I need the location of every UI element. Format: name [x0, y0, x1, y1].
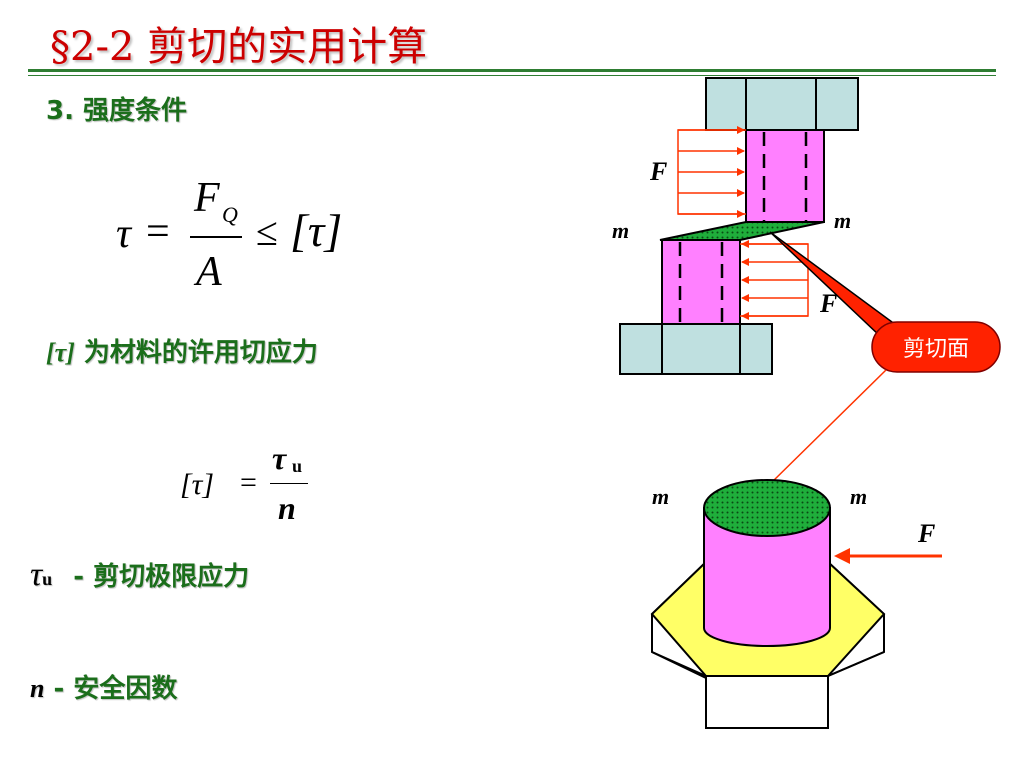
shear-face — [659, 221, 825, 241]
lower-pin — [661, 239, 741, 325]
top-plate — [705, 77, 859, 131]
n-definition: n - 安全因数 — [30, 668, 177, 705]
strength-formula: τ = F Q A ≤ [τ] — [110, 170, 370, 300]
formula2-numerator: τ — [272, 440, 287, 476]
callout-pointer — [769, 231, 894, 338]
bolt-label-m-left: m — [652, 484, 669, 509]
allowable-stress-line: [τ] 为材料的许用切应力 — [46, 332, 318, 369]
upper-force-arrows — [677, 126, 746, 218]
bolt-force-arrow — [834, 548, 942, 564]
callout-leader — [769, 369, 887, 485]
upper-pin — [745, 129, 825, 223]
formula1-numerator-sub: Q — [222, 202, 238, 227]
tau-u-definition: τu - 剪切极限应力 — [30, 556, 249, 594]
page-title: §2-2 剪切的实用计算 — [50, 24, 428, 70]
formula2-fraction-bar — [270, 483, 308, 484]
formula2-eq: = — [240, 466, 257, 499]
label-m-right: m — [834, 208, 851, 233]
bolt-label-m-right: m — [850, 484, 867, 509]
formula1-fraction-bar — [190, 236, 242, 238]
formula1-rhs: [τ] — [290, 205, 343, 256]
allowable-text: 为材料的许用切应力 — [83, 338, 318, 368]
formula1-eq: = — [146, 209, 170, 255]
lower-force-arrows — [740, 240, 809, 320]
formula2-numerator-sub: u — [292, 456, 303, 476]
formula1-leq: ≤ — [256, 209, 278, 254]
label-F-bottom: F — [819, 289, 837, 318]
formula1-numerator: F — [194, 175, 220, 221]
formula1-denominator: A — [196, 249, 222, 295]
bolt-shank — [703, 479, 831, 647]
label-F-top: F — [649, 157, 667, 186]
tau-u-sub: u — [42, 569, 53, 589]
formula2-lhs: [τ] — [180, 468, 215, 501]
title-rule — [28, 69, 996, 72]
n-text: - 安全因数 — [53, 674, 178, 704]
section-heading: 3. 强度条件 — [46, 96, 188, 126]
bolt-label-F: F — [917, 519, 935, 548]
callout-text: 剪切面 — [903, 337, 969, 362]
allowable-symbol: [τ] — [46, 338, 75, 367]
callout-bubble — [871, 321, 1001, 373]
bottom-plate — [619, 323, 773, 375]
label-m-left: m — [612, 218, 629, 243]
formula1-lhs: τ — [116, 211, 132, 257]
tau-u-text: - 剪切极限应力 — [73, 562, 250, 592]
allowable-formula: [τ] = τ u n — [180, 440, 330, 530]
bolt-shear-face — [703, 479, 831, 537]
title-rule-thin — [28, 75, 996, 76]
tau-u-symbol: τ — [30, 556, 43, 593]
n-symbol: n — [30, 674, 45, 703]
formula2-denominator: n — [278, 490, 296, 526]
